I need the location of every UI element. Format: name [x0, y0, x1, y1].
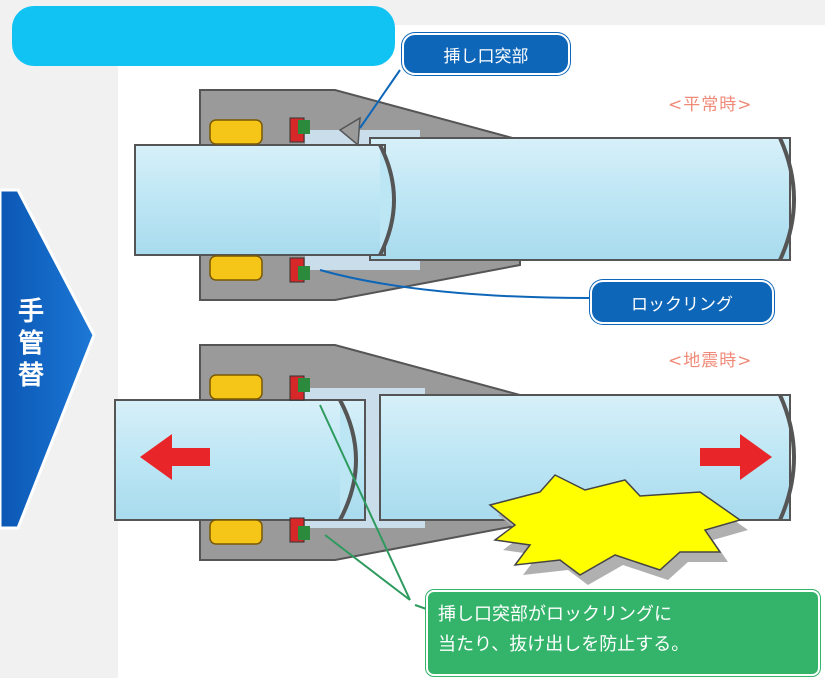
normal-state-diagram — [134, 69, 796, 301]
pull-arrow-left-icon — [140, 434, 210, 480]
explanation-note: 挿し口突部がロックリングに 当たり、抜け出しを防止する。 — [426, 590, 820, 676]
spigot-pipe-normal — [134, 144, 386, 256]
yellow-ring-top-normal — [209, 119, 263, 145]
title-bar — [12, 6, 395, 66]
callout-spigot-protrusion: 挿し口突部 — [402, 33, 570, 75]
yellow-ring-bottom-quake — [209, 519, 263, 545]
yellow-ring-top-quake — [209, 374, 263, 400]
side-arrow-panel — [0, 188, 96, 530]
label-earthquake-state: <地震時> — [668, 351, 753, 371]
callout-lock-ring: ロックリング — [590, 280, 774, 324]
burst-icon — [488, 474, 742, 576]
side-panel-text: 手管 替 — [17, 297, 44, 391]
label-normal-state: <平常時> — [668, 95, 753, 115]
earthquake-state-diagram — [114, 344, 796, 613]
outer-pipe-normal — [369, 137, 791, 261]
yellow-ring-bottom-normal — [209, 255, 263, 281]
pull-arrow-right-icon — [700, 434, 772, 480]
